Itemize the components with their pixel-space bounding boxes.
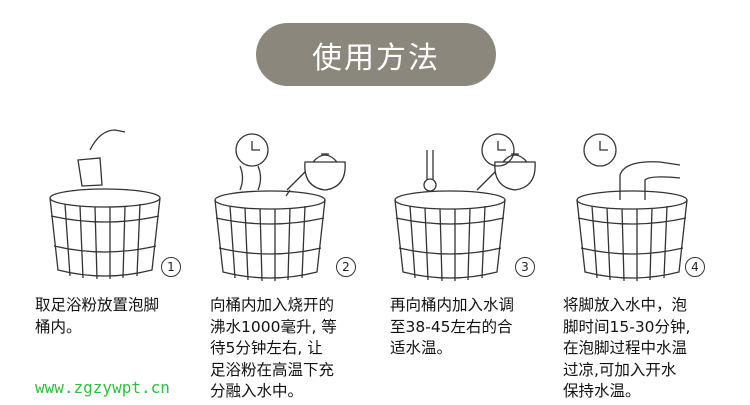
- step-2-text: 向桶内加入烧开的沸水1000毫升, 等待5分钟左右, 让足浴粉在高温下充分融入水…: [210, 296, 337, 400]
- step-3-text: 再向桶内加入水调至38-45左右的合适水温。: [390, 296, 515, 357]
- step-3-number: 3: [515, 257, 535, 277]
- watermark: www.zgzywpt.cn: [35, 378, 170, 397]
- step-1-number: 1: [161, 257, 181, 277]
- illustrations: [49, 129, 688, 282]
- step-1-illustration: [49, 129, 161, 280]
- step-4-illustration: [576, 133, 688, 282]
- title-banner: 使用方法: [256, 23, 496, 86]
- step-4-number: 4: [685, 257, 705, 277]
- step-4-text: 将脚放入水中，泡脚时间15-30分钟, 在泡脚过程中水温过凉,可加入开水保持水温…: [563, 296, 691, 400]
- step-2-number: 2: [336, 257, 356, 277]
- step-3-illustration: [394, 133, 536, 282]
- step-1-text: 取足浴粉放置泡脚桶内。: [35, 296, 160, 336]
- step-2-illustration: [214, 133, 346, 282]
